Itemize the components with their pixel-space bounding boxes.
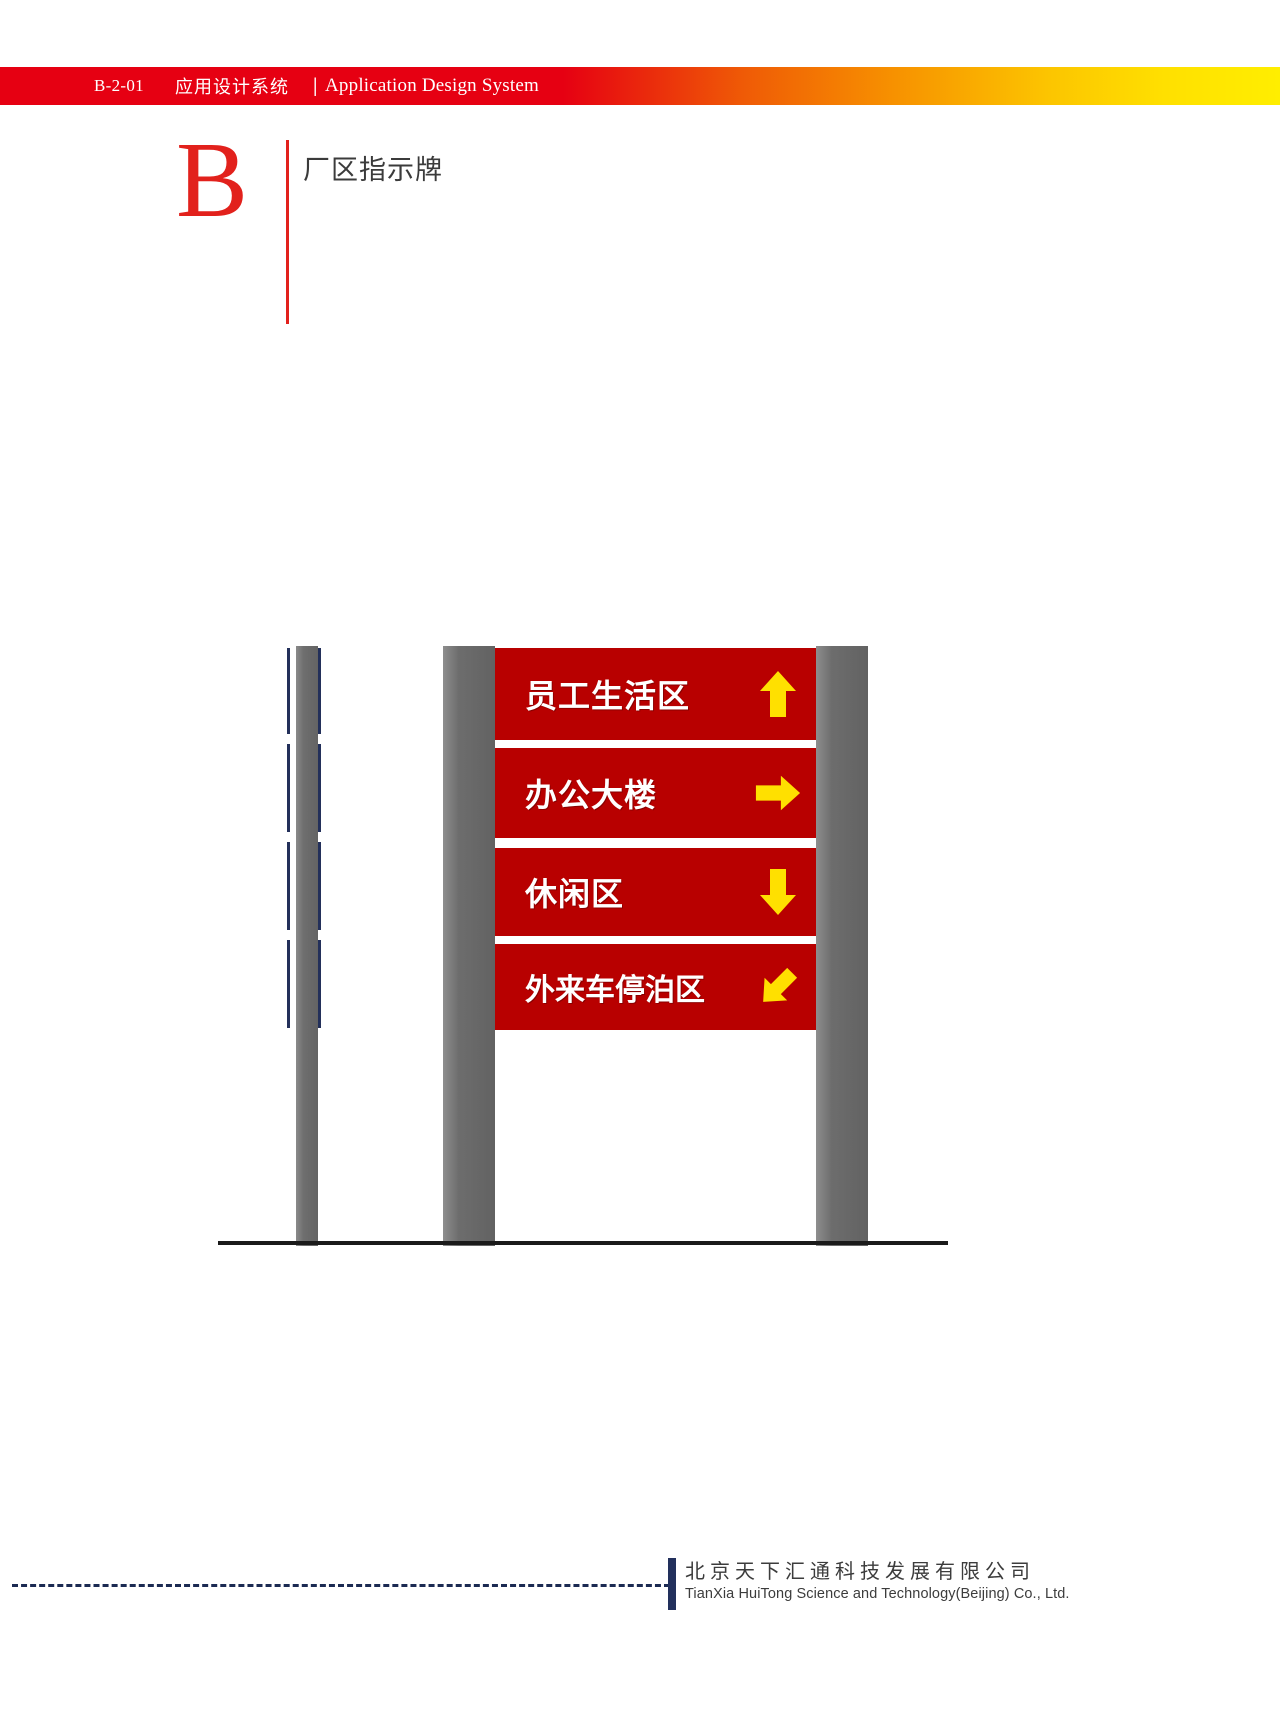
sign-post-right: [816, 646, 868, 1246]
section-divider: [286, 140, 289, 324]
side-view-panel-edge: [287, 940, 321, 1028]
section-letter: B: [176, 121, 249, 240]
sign-front-view: 员工生活区 办公大楼 休闲区: [443, 646, 868, 1246]
side-view-post: [296, 646, 318, 1246]
sign-panel-label: 休闲区: [525, 875, 625, 913]
header-banner: B-2-01 应用设计系统 | Application Design Syste…: [0, 67, 1280, 105]
footer-accent-bar: [668, 1558, 676, 1610]
arrow-down-icon: [754, 866, 802, 918]
sign-panel: 员工生活区: [495, 648, 816, 740]
arrow-up-icon: [754, 668, 802, 720]
side-view-panel-edge: [287, 744, 321, 832]
header-title-english: Application Design System: [325, 75, 539, 96]
arrow-down-right-icon: [754, 961, 802, 1013]
arrow-right-icon: [754, 767, 802, 819]
header-page-code: B-2-01: [94, 76, 144, 95]
footer-company-english: TianXia HuiTong Science and Technology(B…: [685, 1586, 1070, 1602]
sign-panel-stack: 员工生活区 办公大楼 休闲区: [495, 646, 816, 1246]
footer-dashed-rule: [12, 1584, 670, 1587]
side-view-panel-edge: [287, 842, 321, 930]
sign-panel-label: 员工生活区: [525, 677, 691, 715]
footer-company-chinese: 北京天下汇通科技发展有限公司: [685, 1559, 1035, 1583]
ground-line: [218, 1241, 948, 1245]
sign-panel: 外来车停泊区: [495, 944, 816, 1030]
header-inner: B-2-01 应用设计系统 | Application Design Syste…: [0, 67, 1280, 105]
sign-panel: 办公大楼: [495, 748, 816, 838]
sign-post-left: [443, 646, 495, 1246]
header-title-chinese: 应用设计系统: [175, 77, 289, 98]
page-title: 厂区指示牌: [303, 155, 443, 186]
sign-side-view: [286, 646, 324, 1246]
sign-panel-label: 办公大楼: [525, 776, 658, 814]
sign-panel-label: 外来车停泊区: [525, 973, 705, 1008]
side-view-panel-edge: [287, 648, 321, 734]
header-separator: |: [313, 74, 318, 97]
sign-panel: 休闲区: [495, 848, 816, 936]
